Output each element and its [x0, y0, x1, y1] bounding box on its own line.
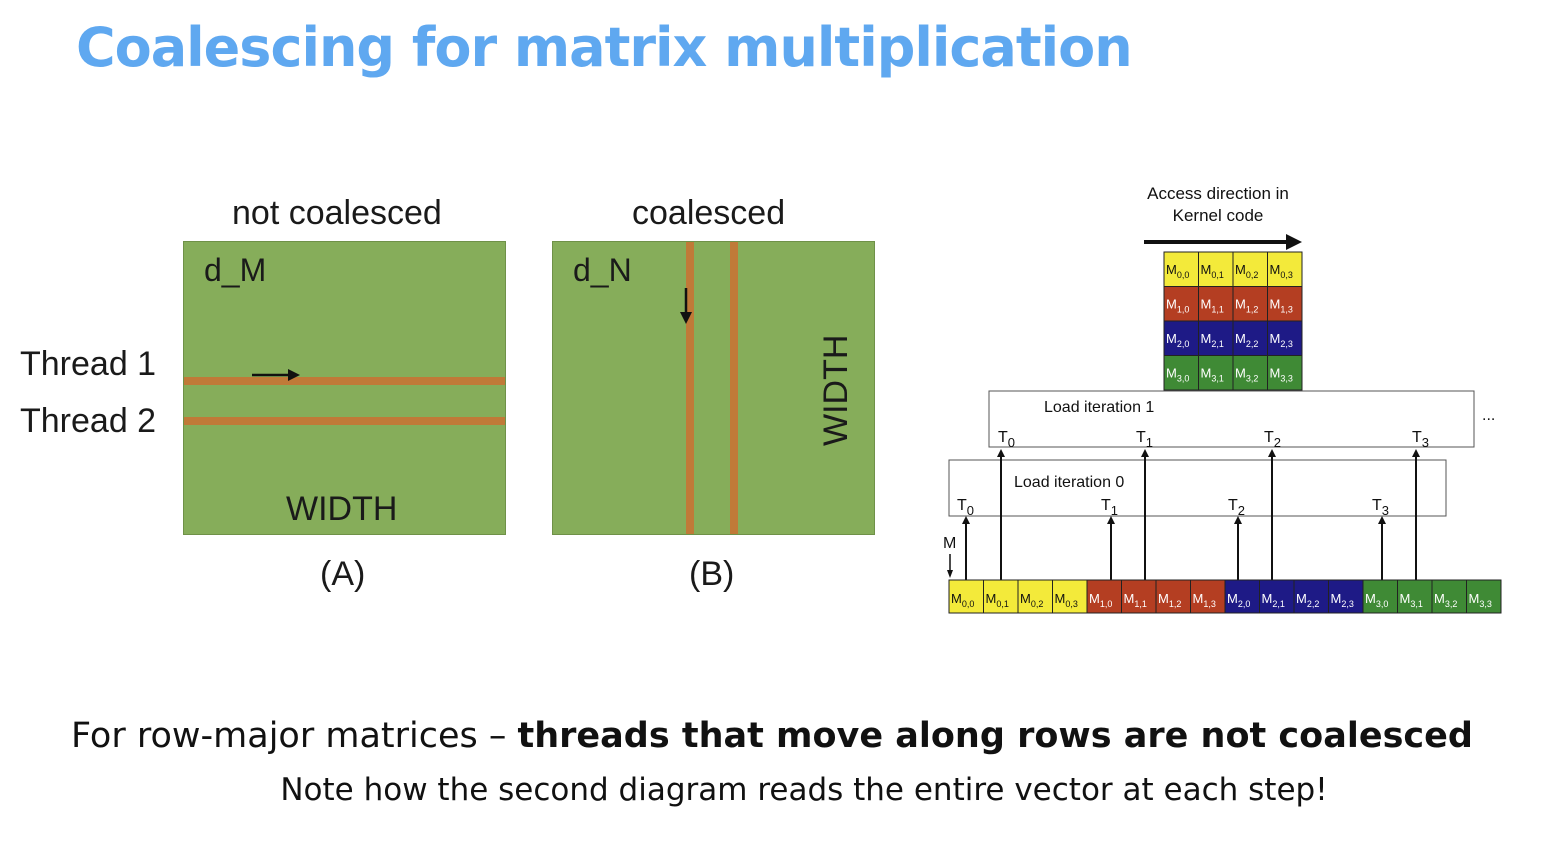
thread-label-iter0: T2 [1228, 497, 1245, 518]
slide-title: Coalescing for matrix multiplication [76, 16, 1133, 79]
memory-cell [1086, 579, 1122, 614]
grid-cell [1163, 286, 1199, 322]
memory-m-label: M [943, 535, 956, 552]
grid-cell [1267, 355, 1303, 391]
thread-label-iter0: T0 [957, 497, 974, 518]
bottom-statement-bold: threads that move along rows are not coa… [517, 716, 1473, 756]
panel-a-heading: not coalesced [232, 194, 442, 232]
memory-cell [1431, 579, 1467, 614]
thread1-row-stripe [184, 377, 505, 385]
matrix-d-n-label: d_N [573, 252, 632, 288]
thread2-label: Thread 2 [20, 402, 157, 440]
memory-cell [1362, 579, 1398, 614]
bottom-statement: For row-major matrices – threads that mo… [0, 716, 1544, 756]
ellipsis: ... [1482, 407, 1495, 424]
grid-cell [1163, 251, 1199, 287]
thread2-row-stripe [184, 417, 505, 425]
memory-cell [1466, 579, 1502, 614]
grid-cell [1267, 320, 1303, 356]
thread-label-iter1: T2 [1264, 429, 1281, 450]
column-stripe-2 [730, 242, 738, 534]
load-iteration-0-box [948, 459, 1447, 517]
load-iteration-1-label: Load iteration 1 [1044, 399, 1154, 416]
matrix-d-m: d_M WIDTH [183, 241, 506, 535]
grid-cell [1163, 355, 1199, 391]
grid-cell [1198, 286, 1234, 322]
matrix-d-n: d_N WIDTH [552, 241, 875, 535]
grid-cell [1267, 286, 1303, 322]
panel-a-caption: (A) [320, 555, 366, 593]
column-stripe-1 [686, 242, 694, 534]
memory-cell [1397, 579, 1433, 614]
iter1-thread-arrow-head [997, 449, 1005, 457]
row-access-arrow [252, 369, 300, 381]
iter1-thread-arrow-head [1412, 449, 1420, 457]
iter0-thread-arrow-head [1234, 516, 1242, 524]
memory-cell [948, 579, 984, 614]
bottom-note: Note how the second diagram reads the en… [280, 772, 1328, 808]
iter1-thread-arrow-head [1268, 449, 1276, 457]
grid-cell [1198, 320, 1234, 356]
column-access-arrow [680, 288, 692, 324]
thread-label-iter1: T0 [998, 429, 1015, 450]
grid-cell [1267, 251, 1303, 287]
thread-label-iter1: T1 [1136, 429, 1153, 450]
panel-b-caption: (B) [689, 555, 735, 593]
access-direction-arrow-head [1286, 234, 1302, 250]
grid-cell [1198, 355, 1234, 391]
iter1-thread-arrow-head [1141, 449, 1149, 457]
panel-b-heading: coalesced [632, 194, 786, 232]
memory-m-arrow-head [947, 570, 953, 578]
memory-cell [983, 579, 1019, 614]
thread-label-iter0: T3 [1372, 497, 1389, 518]
thread-label-iter0: T1 [1101, 497, 1118, 518]
thread-label-iter1: T3 [1412, 429, 1429, 450]
matrix-d-n-width-label: WIDTH [817, 334, 855, 446]
access-direction-label-line1: Access direction in [1147, 184, 1289, 203]
memory-cell [1259, 579, 1295, 614]
memory-cell [1224, 579, 1260, 614]
iter0-thread-arrow-head [1107, 516, 1115, 524]
iter0-thread-arrow-head [962, 516, 970, 524]
memory-cell [1155, 579, 1191, 614]
matrix-d-m-label: d_M [204, 252, 267, 288]
access-direction-label-line2: Kernel code [1173, 206, 1264, 225]
thread1-label: Thread 1 [20, 345, 157, 383]
iter0-thread-arrow-head [1378, 516, 1386, 524]
load-iteration-0-label: Load iteration 0 [1014, 474, 1124, 491]
memory-cell [1293, 579, 1329, 614]
memory-cell [1052, 579, 1088, 614]
bottom-statement-prefix: For row-major matrices – [71, 716, 518, 756]
load-iteration-1-box [988, 390, 1475, 448]
matrix-d-m-width-label: WIDTH [286, 490, 398, 528]
